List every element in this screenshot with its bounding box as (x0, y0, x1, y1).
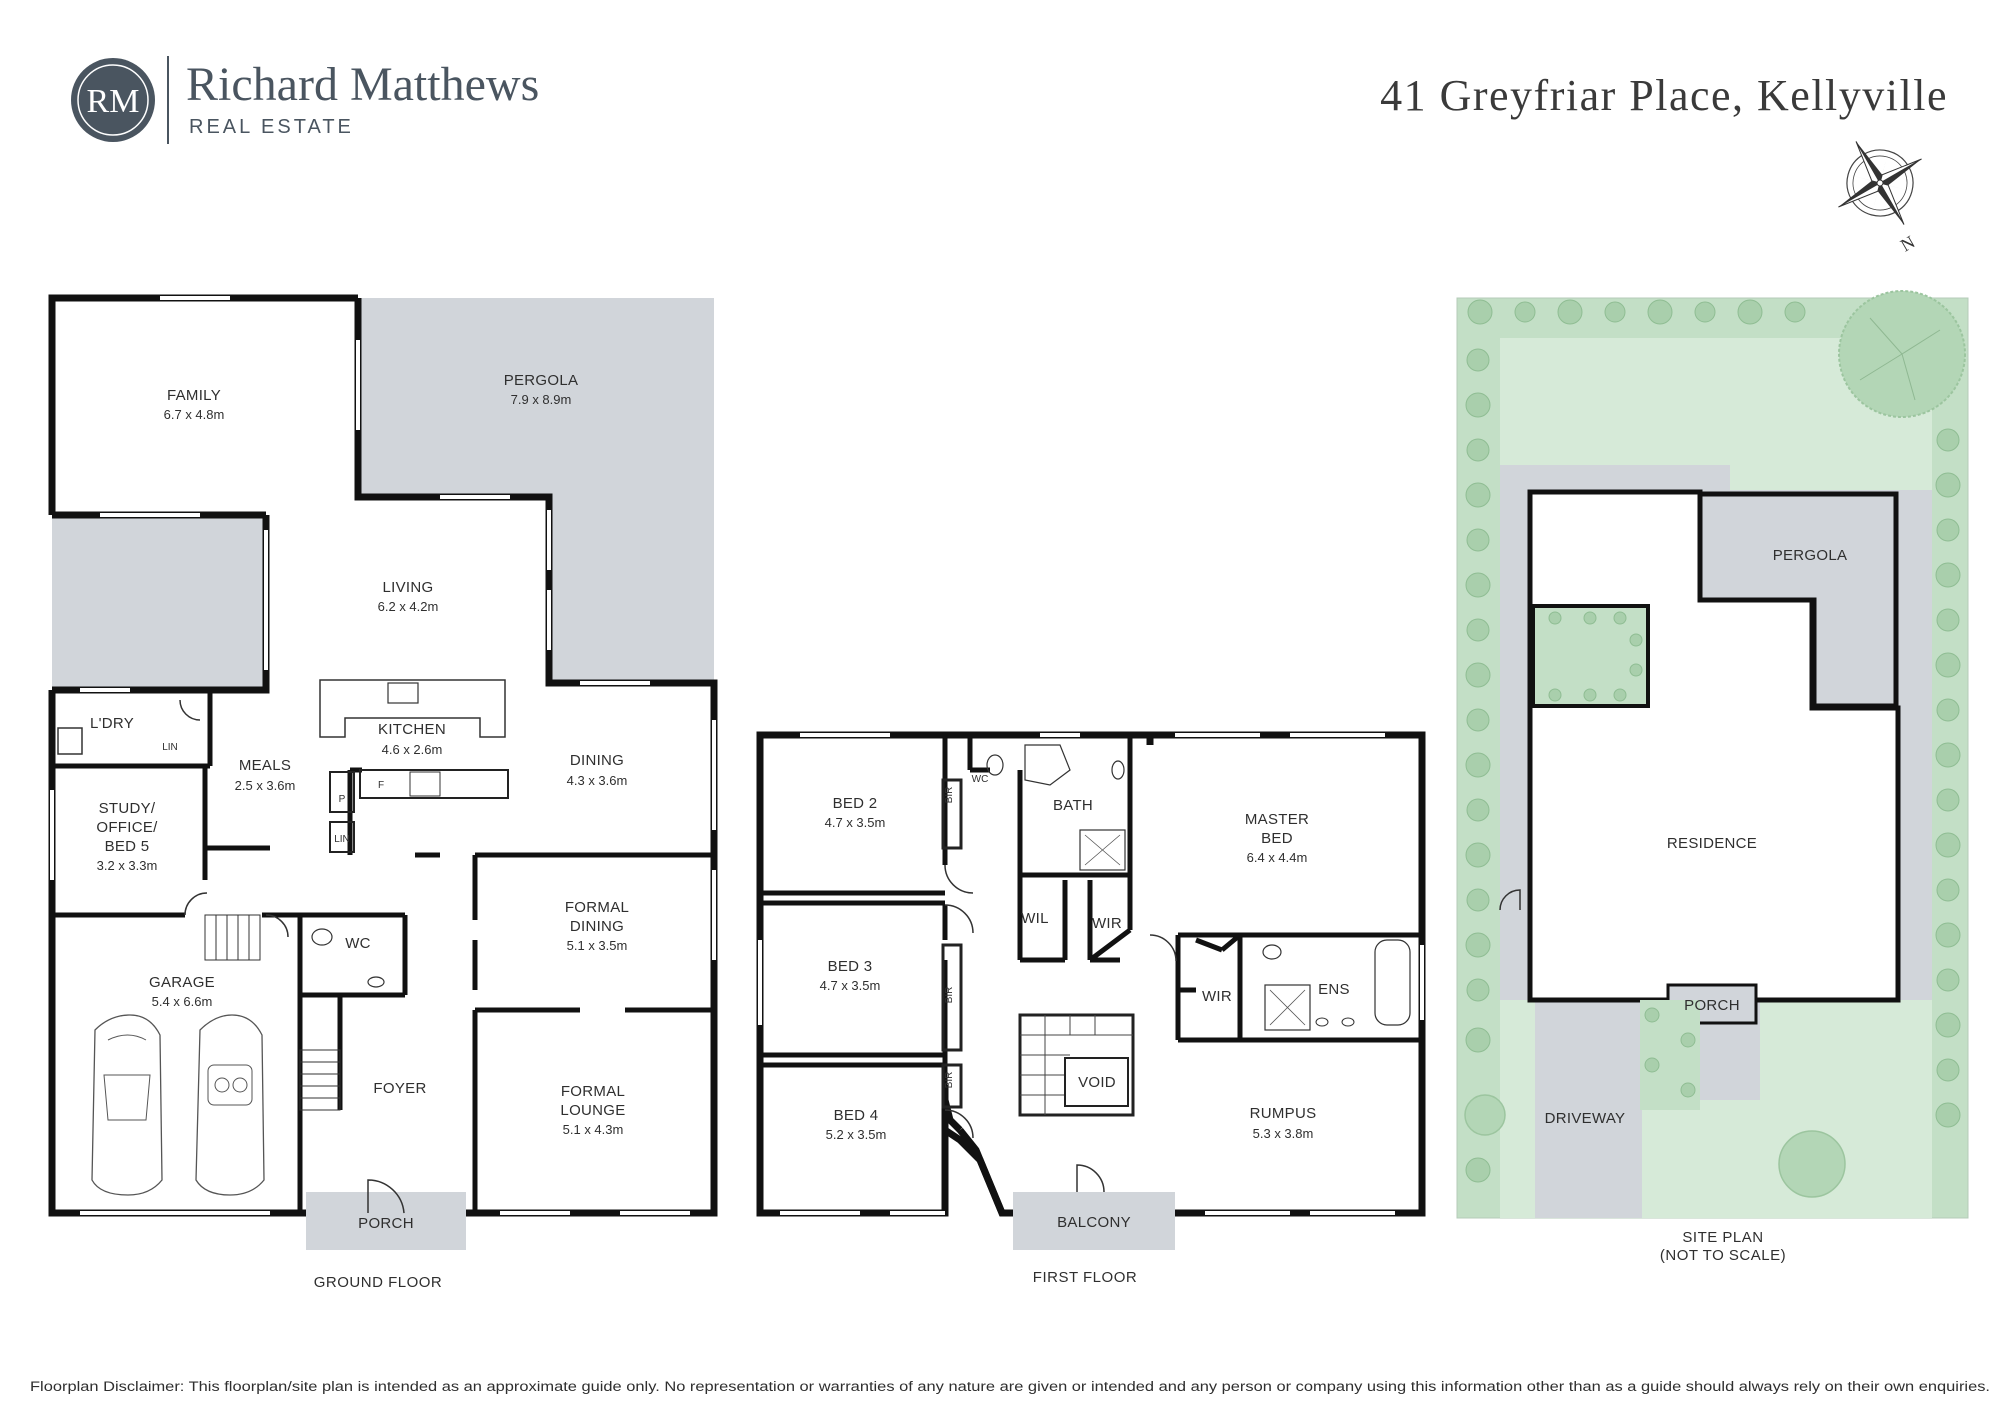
room-name-bed4: BED 4 (834, 1107, 879, 1124)
site-label-pergola: PERGOLA (1773, 547, 1848, 564)
door-swing-icon (944, 904, 974, 934)
floorplan-disclaimer: Floorplan Disclaimer: This floorplan/sit… (30, 1379, 1990, 1394)
shrub-icon (1465, 299, 1961, 1183)
label-bir-1: BIR (944, 787, 955, 804)
room-name-formal-dining-1: FORMAL (565, 899, 629, 916)
room-name-wir-1: WIR (1092, 915, 1122, 932)
room-name-balcony: BALCONY (1057, 1214, 1131, 1231)
room-name-formal-lounge-2: LOUNGE (560, 1102, 625, 1119)
room-name-ens: ENS (1318, 981, 1350, 998)
room-name-master-1: MASTER (1245, 811, 1309, 828)
room-dim-rumpus: 5.3 x 3.8m (1253, 1126, 1314, 1141)
room-name-wc-first: WC (972, 774, 989, 785)
site-label-porch: PORCH (1684, 997, 1740, 1014)
floor-title-ground: GROUND FLOOR (314, 1274, 443, 1291)
room-dim-meals: 2.5 x 3.6m (235, 778, 296, 793)
tree-icon (1778, 1130, 1846, 1198)
alfresco-area (52, 515, 266, 690)
gate-swing-icon (1499, 889, 1521, 911)
room-dim-formal-dining: 5.1 x 3.5m (567, 938, 628, 953)
room-dim-formal-lounge: 5.1 x 4.3m (563, 1122, 624, 1137)
door-swing-icon (179, 699, 201, 721)
logo-monogram-circle (71, 58, 155, 142)
ground-floor-plan: FAMILY 6.7 x 4.8m PERGOLA 7.9 x 8.9m LIV… (48, 294, 718, 1291)
room-dim-dining: 4.3 x 3.6m (567, 773, 628, 788)
room-dim-bed3: 4.7 x 3.5m (820, 978, 881, 993)
balcony-area (1013, 1192, 1175, 1250)
room-name-family: FAMILY (167, 387, 221, 404)
room-name-study-3: BED 5 (105, 838, 150, 855)
floor-title-first: FIRST FLOOR (1033, 1269, 1137, 1286)
car-icon (91, 1014, 163, 1196)
brand-name: Richard Matthews (186, 58, 539, 111)
stair-icon (204, 914, 341, 1111)
room-name-wc-ground: WC (345, 935, 371, 952)
label-pantry: P (339, 794, 346, 805)
porch-area (306, 1192, 466, 1250)
room-name-rumpus: RUMPUS (1250, 1105, 1317, 1122)
room-dim-study: 3.2 x 3.3m (97, 858, 158, 873)
room-dim-kitchen: 4.6 x 2.6m (382, 742, 443, 757)
label-fridge: F (378, 780, 384, 791)
room-name-void: VOID (1078, 1074, 1116, 1091)
room-dim-pergola: 7.9 x 8.9m (511, 392, 572, 407)
label-linen-1: LIN (162, 742, 178, 753)
room-name-bed3: BED 3 (828, 958, 873, 975)
front-door-swing-icon (367, 1179, 405, 1214)
room-name-kitchen: KITCHEN (378, 721, 446, 738)
label-bir-3: BIR (944, 1072, 955, 1089)
room-name-bed2: BED 2 (833, 795, 878, 812)
site-label-residence: RESIDENCE (1667, 835, 1757, 852)
room-name-wir-2: WIR (1202, 988, 1232, 1005)
door-swing-icon (184, 892, 208, 916)
tree-icon (1464, 1094, 1506, 1136)
room-name-study-2: OFFICE/ (96, 819, 158, 836)
room-dim-bed4: 5.2 x 3.5m (826, 1127, 887, 1142)
room-name-meals: MEALS (239, 757, 291, 774)
door-swing-icon (944, 1109, 974, 1139)
room-dim-living: 6.2 x 4.2m (378, 599, 439, 614)
room-name-study-1: STUDY/ (99, 800, 156, 817)
brand-sub: REAL ESTATE (189, 116, 354, 138)
site-plan-subtitle: (NOT TO SCALE) (1660, 1247, 1786, 1264)
site-label-driveway: DRIVEWAY (1545, 1110, 1626, 1127)
property-address: 41 Greyfriar Place, Kellyville (1380, 71, 1948, 120)
room-name-pergola: PERGOLA (504, 372, 579, 389)
room-dim-family: 6.7 x 4.8m (164, 407, 225, 422)
room-name-bath: BATH (1053, 797, 1093, 814)
room-name-wil: WIL (1021, 910, 1049, 927)
compass-rose-icon (1838, 141, 1922, 225)
site-plan: PERGOLA RESIDENCE PORCH DRIVEWAY SITE PL… (1456, 290, 1969, 1264)
door-swing-icon (944, 864, 974, 894)
label-bir-2: BIR (944, 987, 955, 1004)
door-swing-icon (265, 914, 289, 938)
balcony-door-swing-icon (1076, 1164, 1105, 1193)
stair-icon (1018, 1013, 1135, 1117)
room-name-formal-dining-2: DINING (570, 918, 624, 935)
site-plan-title: SITE PLAN (1682, 1229, 1763, 1246)
room-name-laundry: L'DRY (90, 715, 134, 732)
room-dim-bed2: 4.7 x 3.5m (825, 815, 886, 830)
room-dim-master: 6.4 x 4.4m (1247, 850, 1308, 865)
first-floor-plan: BED 2 4.7 x 3.5m BED 3 4.7 x 3.5m BED 4 … (756, 731, 1426, 1286)
car-icon (195, 1014, 265, 1196)
room-name-foyer: FOYER (373, 1080, 426, 1097)
room-name-garage: GARAGE (149, 974, 215, 991)
tree-icon (1838, 290, 1966, 418)
site-pergola-area (1697, 491, 1899, 709)
room-dim-garage: 5.4 x 6.6m (152, 994, 213, 1009)
door-swing-icon (1149, 934, 1177, 962)
logo-monogram: RM (87, 83, 140, 120)
room-name-master-2: BED (1261, 830, 1293, 847)
room-name-formal-lounge-1: FORMAL (561, 1083, 625, 1100)
room-name-living: LIVING (383, 579, 434, 596)
room-name-porch-ground: PORCH (358, 1215, 414, 1232)
logo: RM Richard Matthews REAL ESTATE (71, 56, 539, 144)
room-name-dining: DINING (570, 752, 624, 769)
label-linen-2: LIN (334, 834, 350, 845)
compass-north-label: N (1897, 232, 1918, 256)
pergola-area (358, 298, 714, 683)
